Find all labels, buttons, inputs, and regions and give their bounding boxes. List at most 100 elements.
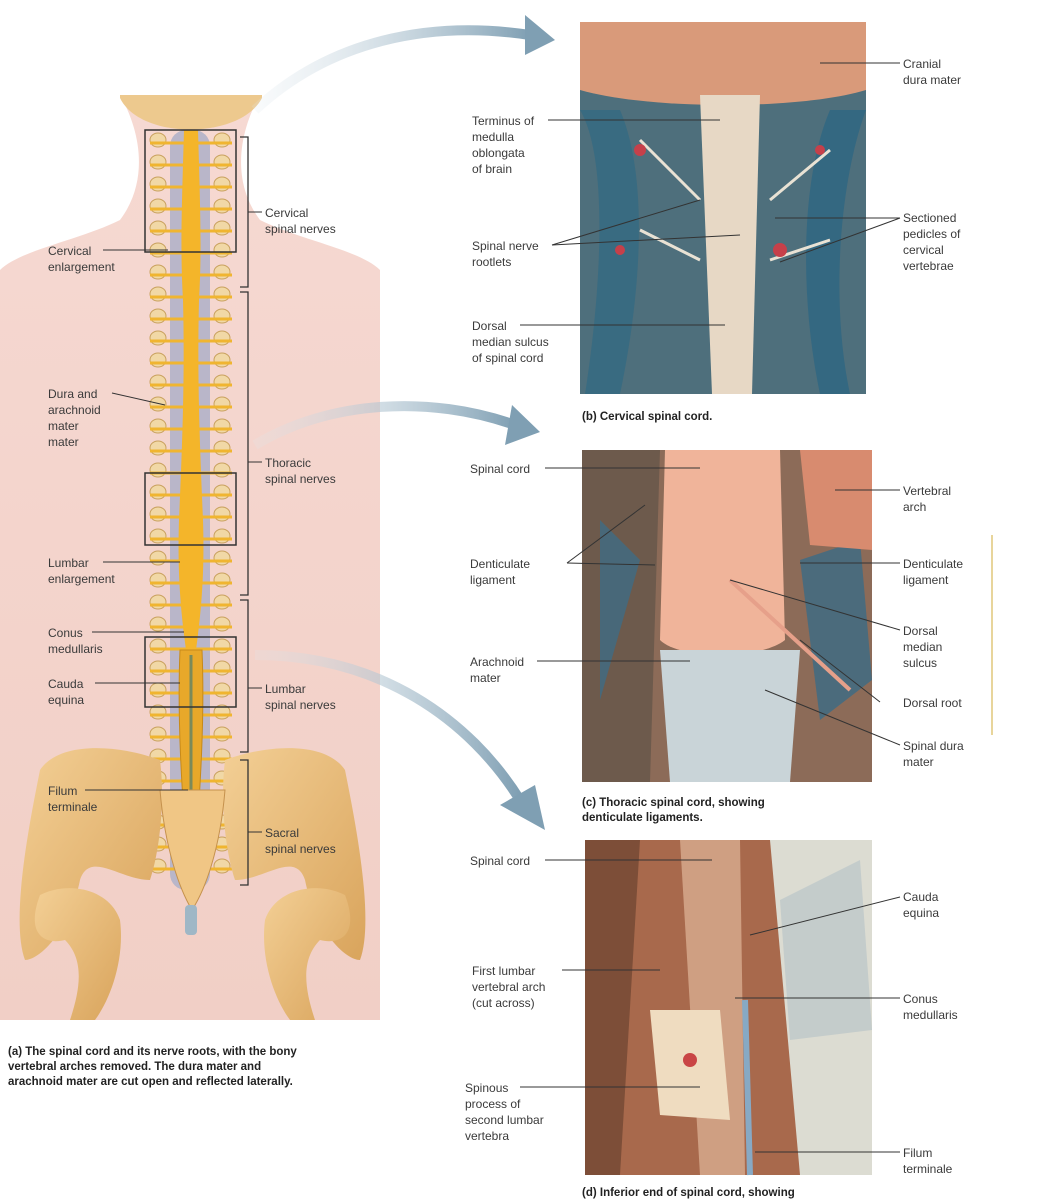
vertebra-oval	[213, 682, 231, 698]
vertebra-oval	[213, 396, 231, 412]
vertebra-oval	[149, 286, 167, 302]
vertebra-oval	[213, 440, 231, 456]
label-cervical-spinal-nerves: Cervical spinal nerves	[265, 206, 336, 236]
femur-right	[264, 888, 351, 1020]
vertebra-oval	[213, 242, 231, 258]
label-spinal-cord-c: Spinal cord	[470, 462, 531, 476]
label-spinal-dura-mater: Spinal dura mater	[903, 739, 964, 769]
label-cervical-enlargement: Cervical enlargement	[48, 244, 115, 274]
vertebra-oval	[149, 132, 167, 148]
label-sectioned-pedicles: Sectioned pedicles of cervical vertebrae	[903, 211, 961, 273]
caption-d: (d) Inferior end of spinal cord, showing	[582, 1187, 795, 1199]
vertebra-oval	[213, 638, 231, 654]
vertebra-oval	[149, 638, 167, 654]
vertebra-oval	[213, 616, 231, 632]
leaders-c	[537, 467, 901, 746]
vertebra-oval	[149, 176, 167, 192]
vertebra-oval	[213, 726, 231, 742]
label-dura-arachnoid: Dura and arachnoid mater mater	[48, 387, 101, 449]
label-lumbar-spinal-nerves: Lumbar spinal nerves	[265, 682, 336, 712]
vertebra-oval	[213, 132, 231, 148]
label-dorsal-root: Dorsal root	[903, 696, 962, 710]
label-first-lumbar-arch: First lumbar vertebral arch (cut across)	[472, 964, 546, 1010]
label-conus-medullaris-a: Conus medullaris	[48, 626, 103, 656]
vertebra-oval	[213, 154, 231, 170]
caption-a: (a) The spinal cord and its nerve roots,…	[8, 1046, 297, 1088]
vertebra-oval	[213, 572, 231, 588]
vertebra-oval	[149, 308, 167, 324]
vertebra-oval	[213, 660, 231, 676]
label-cauda-equina-d: Cauda equina	[903, 890, 940, 920]
label-denticulate-ligament-left: Denticulate ligament	[470, 557, 531, 587]
cervical-box	[144, 129, 237, 253]
vertebra-oval	[149, 462, 167, 478]
label-arachnoid-mater: Arachnoid mater	[470, 655, 525, 685]
caption-b: (b) Cervical spinal cord.	[582, 411, 713, 423]
leaders-b	[520, 62, 901, 326]
label-dorsal-median-sulcus-b: Dorsal median sulcus of spinal cord	[472, 319, 549, 365]
vertebra-oval	[213, 528, 231, 544]
vertebra-oval	[149, 550, 167, 566]
photo-thoracic	[582, 450, 872, 782]
vertebra-oval	[213, 550, 231, 566]
label-sacral-spinal-nerves: Sacral spinal nerves	[265, 826, 336, 856]
label-vertebral-arch: Vertebral arch	[903, 484, 952, 514]
label-conus-medullaris-d: Conus medullaris	[903, 992, 958, 1022]
label-filum-terminale-a: Filum terminale	[48, 784, 98, 814]
arrow-head-d	[500, 785, 545, 830]
label-lumbar-enlargement: Lumbar enlargement	[48, 556, 115, 586]
vertebra-oval	[149, 264, 167, 280]
label-spinal-cord-d: Spinal cord	[470, 854, 531, 868]
arrow-head-b	[525, 15, 555, 55]
vertebra-oval	[149, 352, 167, 368]
label-filum-terminale-d: Filum terminale	[903, 1146, 953, 1176]
vertebra-oval	[149, 572, 167, 588]
coccyx	[185, 905, 197, 935]
vertebra-oval	[213, 418, 231, 434]
vertebra-oval	[149, 418, 167, 434]
arrow-to-b	[251, 25, 531, 114]
vertebra-oval	[213, 352, 231, 368]
thoracic-box	[144, 472, 237, 546]
lumbar-box	[144, 636, 237, 708]
label-dorsal-median-sulcus-c: Dorsal median sulcus	[903, 624, 943, 670]
vertebra-oval	[213, 176, 231, 192]
vertebra-oval	[149, 220, 167, 236]
vertebra-oval	[149, 154, 167, 170]
vertebra-oval	[149, 330, 167, 346]
photo-lumbar	[585, 840, 872, 1176]
label-cauda-equina-a: Cauda equina	[48, 677, 85, 707]
arrow-head-c	[505, 405, 540, 445]
skull-base	[120, 95, 262, 130]
vertebra-oval	[149, 726, 167, 742]
vertebra-oval	[149, 440, 167, 456]
vertebra-oval	[149, 374, 167, 390]
spinal-cord-shape	[178, 130, 204, 650]
vertebra-oval	[149, 506, 167, 522]
vertebra-oval	[213, 198, 231, 214]
vertebra-oval	[149, 594, 167, 610]
vertebra-oval	[213, 264, 231, 280]
vertebra-oval	[149, 484, 167, 500]
vertebra-oval	[213, 462, 231, 478]
vertebra-oval	[149, 660, 167, 676]
vertebra-oval	[213, 308, 231, 324]
label-denticulate-ligament-right: Denticulate ligament	[903, 557, 964, 587]
vertebra-oval	[213, 594, 231, 610]
photo-cervical	[580, 22, 866, 394]
label-spinous-process: Spinous process of second lumbar vertebr…	[465, 1081, 544, 1143]
femur-left	[34, 888, 121, 1020]
vertebra-oval	[149, 682, 167, 698]
vertebra-oval	[213, 330, 231, 346]
vertebra-oval	[149, 616, 167, 632]
arrow-to-c	[252, 401, 517, 450]
label-terminus-medulla: Terminus of medulla oblongata of brain	[472, 114, 535, 176]
leaders-d	[520, 859, 901, 1153]
vertebra-oval	[149, 396, 167, 412]
leaders-a	[85, 211, 262, 833]
vertebra-oval	[213, 506, 231, 522]
vertebra-oval	[149, 528, 167, 544]
vertebra-oval	[213, 374, 231, 390]
label-cranial-dura-mater: Cranial dura mater	[903, 57, 962, 87]
